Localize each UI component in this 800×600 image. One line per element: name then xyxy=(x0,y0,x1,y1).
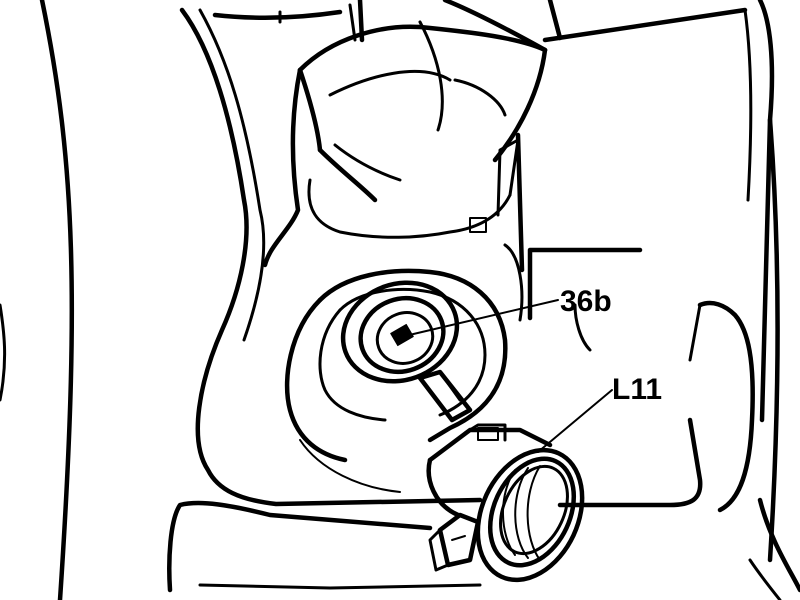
illumination-ring xyxy=(426,423,585,583)
connector-tab xyxy=(417,369,473,423)
leader-36b xyxy=(404,299,559,337)
callout-label-l11: L11 xyxy=(612,373,663,406)
callout-leaders xyxy=(404,299,613,453)
panel-surround xyxy=(262,67,525,322)
right-console-shell xyxy=(527,117,800,600)
switch-recess xyxy=(284,268,508,493)
callout-label-36b: 36b xyxy=(560,285,612,318)
console-outline xyxy=(0,0,483,600)
lock-cylinder xyxy=(340,280,460,384)
leader-l11 xyxy=(537,389,613,453)
